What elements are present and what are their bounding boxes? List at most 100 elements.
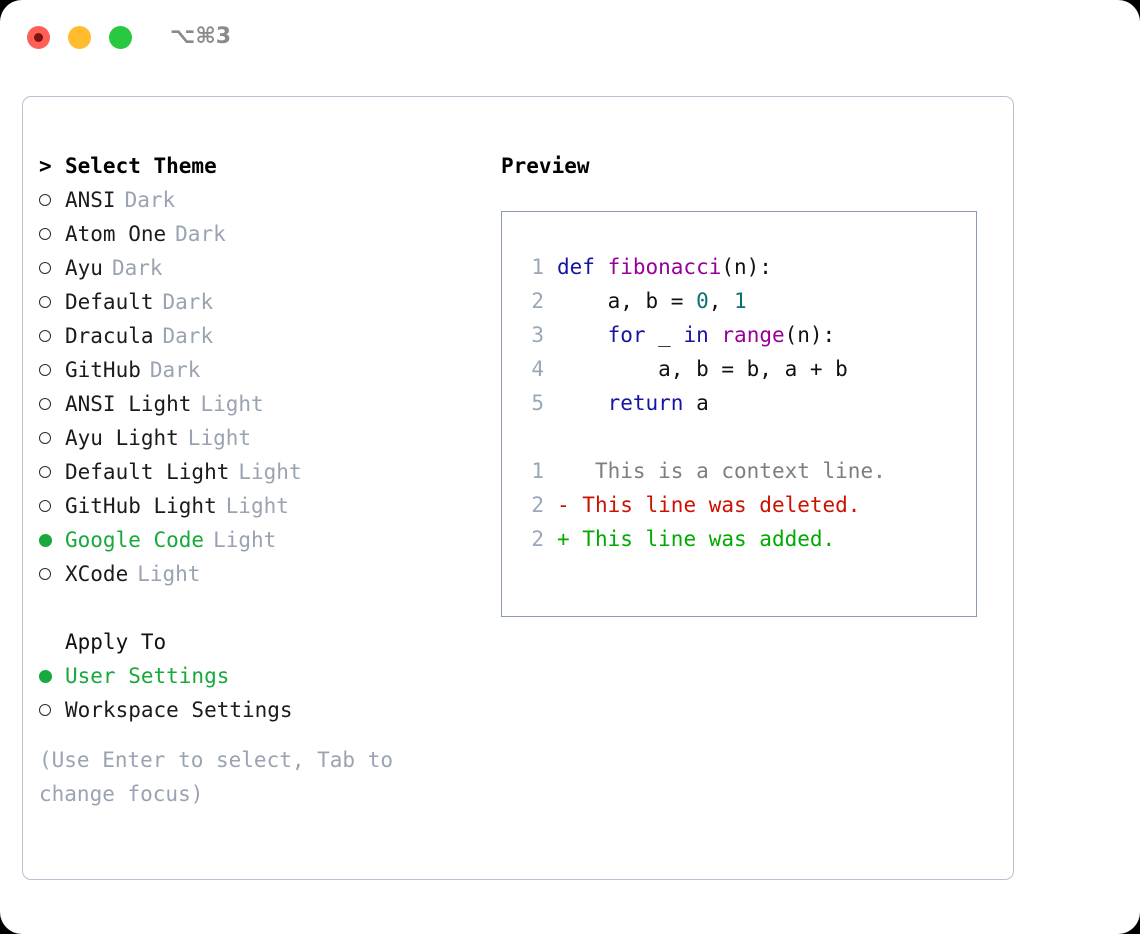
code-line: 1 def fibonacci(n):: [518, 250, 886, 284]
code-token: 1: [734, 289, 747, 313]
theme-option-ayu-light[interactable]: Ayu Light Light: [39, 421, 469, 455]
radio-empty-icon: [39, 228, 65, 240]
radio-selected-icon: [39, 533, 65, 547]
radio-empty-icon: [39, 432, 65, 444]
radio-empty-icon: [39, 466, 65, 478]
code-line-content: for _ in range(n):: [557, 318, 836, 352]
code-token: a, b = b, a + b: [557, 357, 848, 381]
diff-line-text: This line was added.: [569, 527, 836, 551]
code-token: a, b =: [557, 289, 697, 313]
code-token: in: [683, 323, 709, 347]
line-number: 2: [531, 289, 544, 313]
keyboard-hint-text: (Use Enter to select, Tab to change focu…: [39, 748, 394, 806]
option-label: XCode: [65, 562, 129, 586]
line-number: 1: [531, 255, 544, 279]
code-line-content: def fibonacci(n):: [557, 250, 772, 284]
code-token: a: [683, 391, 709, 415]
close-button[interactable]: [27, 26, 50, 49]
code-token: [709, 323, 722, 347]
theme-option-ansi-light[interactable]: ANSI Light Light: [39, 387, 469, 421]
diff-line: 1 This is a context line.: [518, 454, 886, 488]
option-label: User Settings: [65, 664, 230, 688]
option-category-label: Dark: [162, 290, 214, 314]
code-token: return: [607, 391, 684, 415]
code-line: 2 a, b = 0, 1: [518, 284, 886, 318]
code-line: 4 a, b = b, a + b: [518, 352, 886, 386]
option-label: Dracula: [65, 324, 154, 348]
theme-option-dracula[interactable]: Dracula Dark: [39, 319, 469, 353]
line-number: 1: [531, 459, 544, 483]
option-category-label: Light: [187, 426, 252, 450]
keyboard-shortcut-label: ⌥⌘3: [170, 24, 232, 49]
diff-line-text: This is a context line.: [569, 459, 886, 483]
code-line: 5 return a: [518, 386, 886, 420]
line-number: 2: [531, 493, 544, 517]
option-category-label: Light: [238, 460, 302, 484]
option-label: Ayu Light: [65, 426, 179, 450]
option-label: ANSI Light: [65, 392, 192, 416]
code-token: range: [721, 323, 785, 347]
code-token: ,: [708, 289, 735, 313]
diff-marker: -: [557, 493, 570, 517]
code-token: fibonacci: [607, 255, 722, 279]
code-token: for: [607, 323, 646, 347]
option-label: GitHub: [65, 358, 141, 382]
radio-empty-icon: [39, 364, 65, 376]
radio-empty-icon: [39, 398, 65, 410]
code-blank-line: [518, 420, 886, 454]
code-token: [557, 323, 608, 347]
code-line: 3 for _ in range(n):: [518, 318, 886, 352]
option-label: Google Code: [65, 528, 205, 552]
radio-empty-icon: [39, 568, 65, 580]
radio-empty-icon: [39, 330, 65, 342]
option-category-label: Dark: [175, 222, 226, 246]
option-category-label: Light: [200, 392, 264, 416]
theme-option-ansi[interactable]: ANSI Dark: [39, 183, 469, 217]
diff-marker: +: [557, 527, 570, 551]
apply-to-option-user-settings[interactable]: User Settings: [39, 659, 469, 693]
code-line-content: a, b = 0, 1: [557, 284, 747, 318]
option-label: ANSI: [65, 188, 116, 212]
option-label: Atom One: [65, 222, 167, 246]
code-token: (n):: [784, 323, 836, 347]
theme-option-google-code[interactable]: Google Code Light: [39, 523, 469, 557]
caret-icon: >: [39, 153, 52, 178]
minimize-button[interactable]: [68, 26, 91, 49]
option-category-label: Dark: [124, 188, 176, 212]
line-number: 4: [531, 357, 544, 381]
theme-option-github[interactable]: GitHub Dark: [39, 353, 469, 387]
option-label: Workspace Settings: [65, 698, 293, 722]
radio-empty-icon: [39, 704, 65, 716]
theme-option-atom-one[interactable]: Atom One Dark: [39, 217, 469, 251]
maximize-button[interactable]: [109, 26, 132, 49]
code-token: [557, 391, 608, 415]
option-category-label: Light: [225, 494, 289, 518]
preview-title: Preview: [501, 154, 590, 178]
code-token: (n):: [721, 255, 772, 279]
code-line-content: a, b = b, a + b: [557, 352, 848, 386]
apply-to-option-workspace-settings[interactable]: Workspace Settings: [39, 693, 469, 727]
option-category-label: Light: [213, 528, 277, 552]
code-token: def: [557, 255, 608, 279]
option-category-label: Dark: [162, 324, 214, 348]
apply-to-heading-label: Apply To: [65, 630, 167, 654]
title-bar: ⌥⌘3: [0, 0, 1140, 78]
radio-empty-icon: [39, 194, 65, 206]
option-category-label: Dark: [149, 358, 201, 382]
radio-empty-icon: [39, 500, 65, 512]
radio-empty-icon: [39, 262, 65, 274]
list-spacer: [39, 591, 469, 625]
line-number: 5: [531, 391, 544, 415]
